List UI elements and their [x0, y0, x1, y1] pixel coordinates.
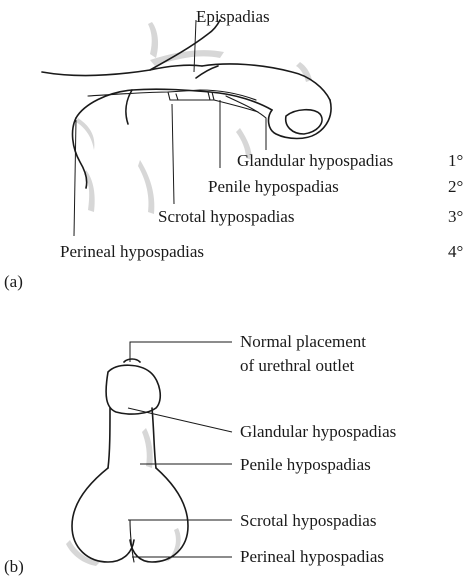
- panel-b-outline: [72, 359, 188, 562]
- label-b-penile: Penile hypospadias: [240, 455, 371, 474]
- label-b-normal-line2: of urethral outlet: [240, 356, 355, 375]
- panel-b-label: (b): [4, 557, 24, 576]
- label-a-perineal: Perineal hypospadias: [60, 242, 204, 261]
- panel-a-urethra: [88, 90, 266, 118]
- label-a-glandular: Glandular hypospadias: [237, 151, 393, 170]
- panel-a-label: (a): [4, 272, 23, 291]
- panel-a: Epispadias Glandular hypospadias 1° Peni…: [4, 7, 463, 291]
- degree-3: 3°: [448, 207, 463, 226]
- label-b-glandular: Glandular hypospadias: [240, 422, 396, 441]
- panel-b: Normal placement of urethral outlet Glan…: [4, 332, 396, 576]
- degree-2: 2°: [448, 177, 463, 196]
- label-b-perineal: Perineal hypospadias: [240, 547, 384, 566]
- degree-4: 4°: [448, 242, 463, 261]
- label-b-scrotal: Scrotal hypospadias: [240, 511, 376, 530]
- degree-1: 1°: [448, 151, 463, 170]
- label-b-normal-line1: Normal placement: [240, 332, 366, 351]
- label-a-scrotal: Scrotal hypospadias: [158, 207, 294, 226]
- panel-a-leaders: [74, 20, 266, 236]
- label-a-penile: Penile hypospadias: [208, 177, 339, 196]
- label-epispadias: Epispadias: [196, 7, 270, 26]
